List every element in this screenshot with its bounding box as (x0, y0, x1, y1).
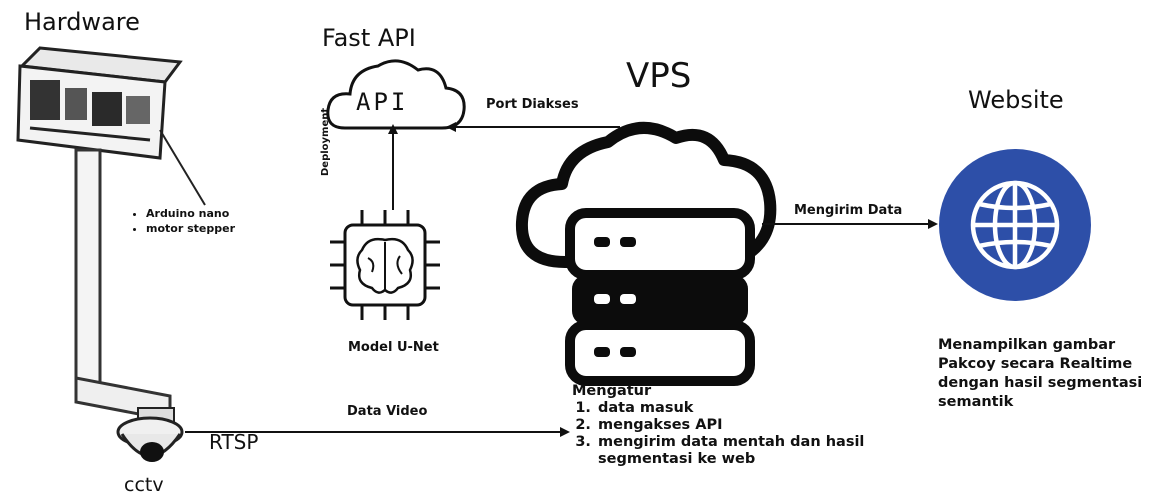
globe-icon (939, 149, 1091, 301)
vps-task-item: mengakses API (596, 417, 872, 434)
hardware-components-list: Arduino nano motor stepper (132, 206, 235, 236)
hardware-title: Hardware (24, 8, 140, 36)
vps-task-list: data masuk mengakses API mengirim data m… (572, 400, 872, 468)
cctv-label: cctv (124, 474, 164, 496)
website-description: Menampilkan gambar Pakcoy secara Realtim… (938, 337, 1143, 410)
vps-task-item: mengirim data mentah dan hasil segmentas… (596, 434, 872, 468)
deployment-label: Deployment (320, 107, 331, 176)
website-title: Website (968, 86, 1064, 114)
model-unet-label: Model U-Net (348, 340, 439, 355)
cloud-server-icon (515, 121, 777, 386)
fastapi-title: Fast API (322, 24, 416, 52)
vps-task-block: Mengatur data masuk mengakses API mengir… (572, 383, 872, 468)
api-cloud-icon (326, 59, 466, 130)
data-video-label: Data Video (347, 404, 428, 419)
hardware-item: Arduino nano (146, 206, 235, 221)
hardware-item: motor stepper (146, 221, 235, 236)
vps-task-heading: Mengatur (572, 383, 652, 399)
mengirim-data-label: Mengirim Data (794, 203, 903, 218)
hardware-device-icon (16, 46, 206, 422)
api-label: API (356, 88, 409, 116)
vps-title: VPS (626, 56, 692, 96)
rtsp-label: RTSP (209, 430, 259, 454)
cctv-camera-icon (116, 407, 184, 462)
port-diakses-label: Port Diakses (486, 97, 579, 112)
vps-task-item: data masuk (596, 400, 872, 417)
ai-chip-brain-icon (330, 210, 440, 320)
